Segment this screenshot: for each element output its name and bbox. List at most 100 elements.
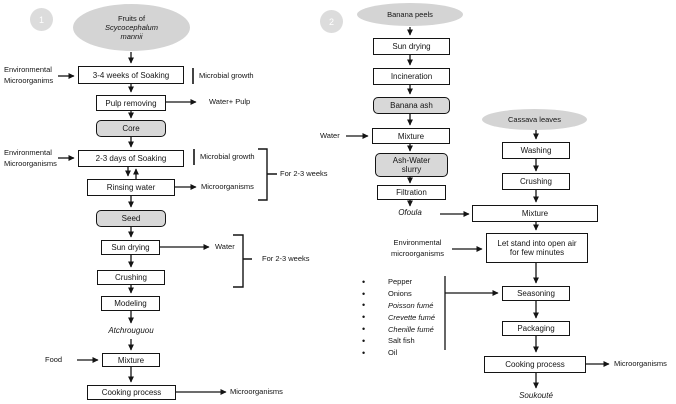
water-pulp-output-label: Water+ Pulp	[209, 97, 250, 108]
let-stand-line2: for few minutes	[509, 248, 565, 257]
bullet-icon	[356, 300, 388, 310]
ingredient-text: Poisson fumé	[388, 300, 434, 310]
ingredient-text: Salt fish	[388, 336, 415, 346]
ingredient-text: Oil	[388, 348, 398, 358]
step-mixture-2b-label: Mixture	[521, 209, 549, 218]
step-modeling-label: Modeling	[114, 299, 147, 308]
bullet-icon	[356, 348, 388, 358]
step-sun-drying-2-label: Sun drying	[392, 42, 431, 51]
microorganisms-output-label-2: Microorganisms	[230, 387, 283, 398]
ingredient-onions: Onions	[356, 288, 444, 300]
microbial-growth-text-1: Microbial growth	[199, 71, 254, 80]
ingredient-text: Crevette fumé	[388, 312, 436, 322]
flow2-badge: 2	[320, 10, 343, 33]
duration-label-1: For 2-3 weeks	[280, 169, 328, 180]
flow1-badge: 1	[30, 8, 53, 31]
ingredient-text: Onions	[388, 289, 412, 299]
bullet-icon	[356, 324, 388, 334]
flow1-connectors	[58, 52, 227, 395]
bullet-icon	[356, 289, 388, 299]
step-let-stand: Let stand into open air for few minutes	[486, 233, 588, 263]
step-mixture-2b: Mixture	[472, 205, 598, 222]
microbial-growth-label-2: Microbial growth	[200, 152, 255, 163]
node-banana-ash-label: Banana ash	[390, 101, 433, 110]
water-pulp-text: Water+ Pulp	[209, 97, 251, 106]
microbial-growth-text-2: Microbial growth	[200, 152, 255, 161]
env1-line2: Microorganims	[4, 75, 54, 85]
soukoute-text: Soukouté	[519, 391, 553, 400]
ingredient-chenille-fume: Chenille fumé	[356, 323, 444, 335]
step-mixture-2a: Mixture	[372, 128, 450, 144]
step-mixture-2a-label: Mixture	[397, 131, 425, 141]
step-washing-label: Washing	[520, 146, 552, 155]
flow1-badge-number: 1	[38, 14, 44, 25]
microorganisms-text-2: Microorganisms	[230, 387, 283, 396]
env-microorganisms-label-1: Environmental Microorganims	[4, 65, 53, 86]
step-soaking-2: 2-3 days of Soaking	[78, 150, 184, 167]
step-soaking-1-label: 3-4 weeks of Soaking	[92, 70, 170, 80]
step-soaking-1: 3-4 weeks of Soaking	[78, 66, 184, 84]
intermediate-product-label: Atchrouguou	[96, 326, 166, 337]
node-core-label: Core	[122, 124, 140, 133]
banana-peels-text: Banana peels	[387, 10, 433, 19]
env3-line2: microorganisms	[391, 248, 444, 258]
step-modeling: Modeling	[101, 296, 160, 311]
step-crushing-2-label: Crushing	[519, 177, 552, 186]
water-input-label: Water	[320, 131, 340, 142]
step-washing: Washing	[502, 142, 570, 159]
step-packaging: Packaging	[502, 321, 570, 336]
env-microorganisms-label-2: Environmental Microorganisms	[4, 148, 57, 169]
step-rinsing-water: Rinsing water	[87, 179, 175, 196]
bracket-2	[233, 234, 252, 288]
microorganisms-output-label-1: Microorganisms	[201, 182, 254, 193]
step-crushing-1-label: Crushing	[114, 273, 147, 282]
bullet-icon	[356, 277, 388, 287]
node-ash-water-slurry: Ash-Water slurry	[375, 153, 448, 177]
duration-brackets	[233, 148, 277, 288]
flow2-connectors	[346, 27, 610, 389]
slurry-line2: slurry	[401, 165, 422, 174]
food-text: Food	[45, 355, 63, 364]
source-text: Fruits of	[117, 14, 146, 23]
step-pulp-removing-label: Pulp removing	[105, 98, 157, 108]
source-species: Scycocephalum	[105, 23, 158, 32]
step-mixture-1: Mixture	[102, 353, 160, 367]
step-crushing-2: Crushing	[502, 173, 570, 190]
step-packaging-label: Packaging	[517, 324, 555, 333]
flow2-badge-number: 2	[328, 16, 334, 27]
flow2-source1-ellipse: Banana peels	[357, 3, 463, 26]
step-sun-drying-1: Sun drying	[101, 240, 160, 255]
step-cooking-2-label: Cooking process	[505, 360, 565, 369]
ingredient-text: Chenille fumé	[388, 324, 434, 334]
food-input-label: Food	[45, 355, 62, 366]
env-microorganisms-label-3: Environmental microorganisms	[385, 238, 450, 259]
step-seasoning: Seasoning	[502, 286, 570, 301]
microorganisms-text-1: Microorganisms	[201, 182, 254, 191]
env3-line1: Environmental	[393, 238, 442, 247]
duration-label-2: For 2-3 weeks	[262, 254, 310, 265]
env2-line1: Environmental	[4, 148, 52, 157]
flow2-source2-ellipse: Cassava leaves	[482, 109, 587, 130]
step-filtration: Filtration	[377, 185, 446, 200]
for-2-3-weeks-text-2: For 2-3 weeks	[262, 254, 310, 263]
ofoula-product-label: Ofoula	[390, 208, 430, 219]
bracket-1	[258, 148, 277, 201]
let-stand-line1: Let stand into open air	[497, 239, 577, 248]
step-filtration-label: Filtration	[396, 188, 427, 197]
ingredient-salt-fish: Salt fish	[356, 335, 444, 347]
ingredient-oil: Oil	[356, 347, 444, 359]
step-rinsing-water-label: Rinsing water	[106, 183, 156, 192]
microorganisms-output-label-3: Microorganisms	[614, 359, 667, 370]
step-pulp-removing: Pulp removing	[96, 95, 166, 111]
slurry-line1: Ash-Water	[392, 156, 431, 165]
ingredient-pepper: Pepper	[356, 276, 444, 288]
env1-line1: Environmental	[4, 65, 52, 74]
step-mixture-1-label: Mixture	[117, 355, 145, 365]
microorganisms-text-3: Microorganisms	[614, 359, 667, 368]
step-incineration-label: Incineration	[390, 72, 433, 81]
bullet-icon	[356, 312, 388, 322]
microbial-growth-label-1: Microbial growth	[199, 71, 254, 82]
node-seed: Seed	[96, 210, 166, 227]
source-species-2: mannii	[120, 32, 143, 41]
for-2-3-weeks-text-1: For 2-3 weeks	[280, 169, 328, 178]
